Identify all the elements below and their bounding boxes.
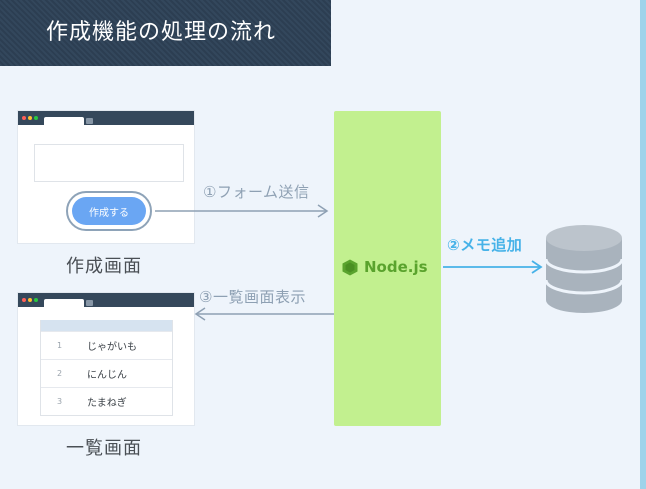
maximize-dot-icon — [34, 116, 38, 120]
server-label: Node.js — [342, 258, 428, 276]
add-memo-label: ②メモ追加 — [447, 236, 523, 254]
minimize-dot-icon — [28, 116, 32, 120]
list-item[interactable]: 3 たまねぎ — [41, 387, 172, 415]
memo-list: 1 じゃがいも 2 にんじん 3 たまねぎ — [40, 320, 173, 416]
page-title: 作成機能の処理の流れ — [0, 0, 331, 66]
show-list-label: ③一覧画面表示 — [199, 288, 306, 306]
new-tab-icon — [86, 300, 93, 306]
list-screen-caption: 一覧画面 — [66, 438, 142, 459]
add-memo-arrow — [443, 260, 543, 274]
form-submit-label: ①フォーム送信 — [203, 183, 310, 201]
memo-input[interactable] — [34, 144, 184, 182]
server-name: Node.js — [364, 258, 428, 276]
maximize-dot-icon — [34, 298, 38, 302]
create-button[interactable]: 作成する — [72, 197, 146, 225]
form-submit-arrow — [155, 204, 329, 218]
list-item-number: 2 — [57, 369, 63, 378]
list-item-number: 3 — [57, 397, 63, 406]
list-item-text: じゃがいも — [87, 342, 137, 353]
show-list-arrow — [194, 307, 334, 321]
close-dot-icon — [22, 298, 26, 302]
create-screen-caption: 作成画面 — [66, 256, 142, 277]
browser-tab — [44, 117, 84, 125]
create-button-highlight: 作成する — [66, 191, 152, 231]
list-item-text: たまねぎ — [87, 398, 127, 409]
right-edge-border — [640, 0, 646, 489]
list-item[interactable]: 2 にんじん — [41, 359, 172, 387]
list-item-text: にんじん — [87, 370, 127, 381]
new-tab-icon — [86, 118, 93, 124]
minimize-dot-icon — [28, 298, 32, 302]
list-item-number: 1 — [57, 341, 63, 350]
list-header — [41, 320, 172, 331]
browser-tab — [44, 299, 84, 307]
browser-title-bar — [18, 111, 194, 125]
create-screen-browser: 作成する — [18, 111, 194, 243]
close-dot-icon — [22, 116, 26, 120]
list-screen-browser: 1 じゃがいも 2 にんじん 3 たまねぎ — [18, 293, 194, 425]
hexagon-node-icon — [342, 259, 358, 275]
database-icon — [544, 225, 624, 313]
list-item[interactable]: 1 じゃがいも — [41, 331, 172, 359]
browser-title-bar — [18, 293, 194, 307]
